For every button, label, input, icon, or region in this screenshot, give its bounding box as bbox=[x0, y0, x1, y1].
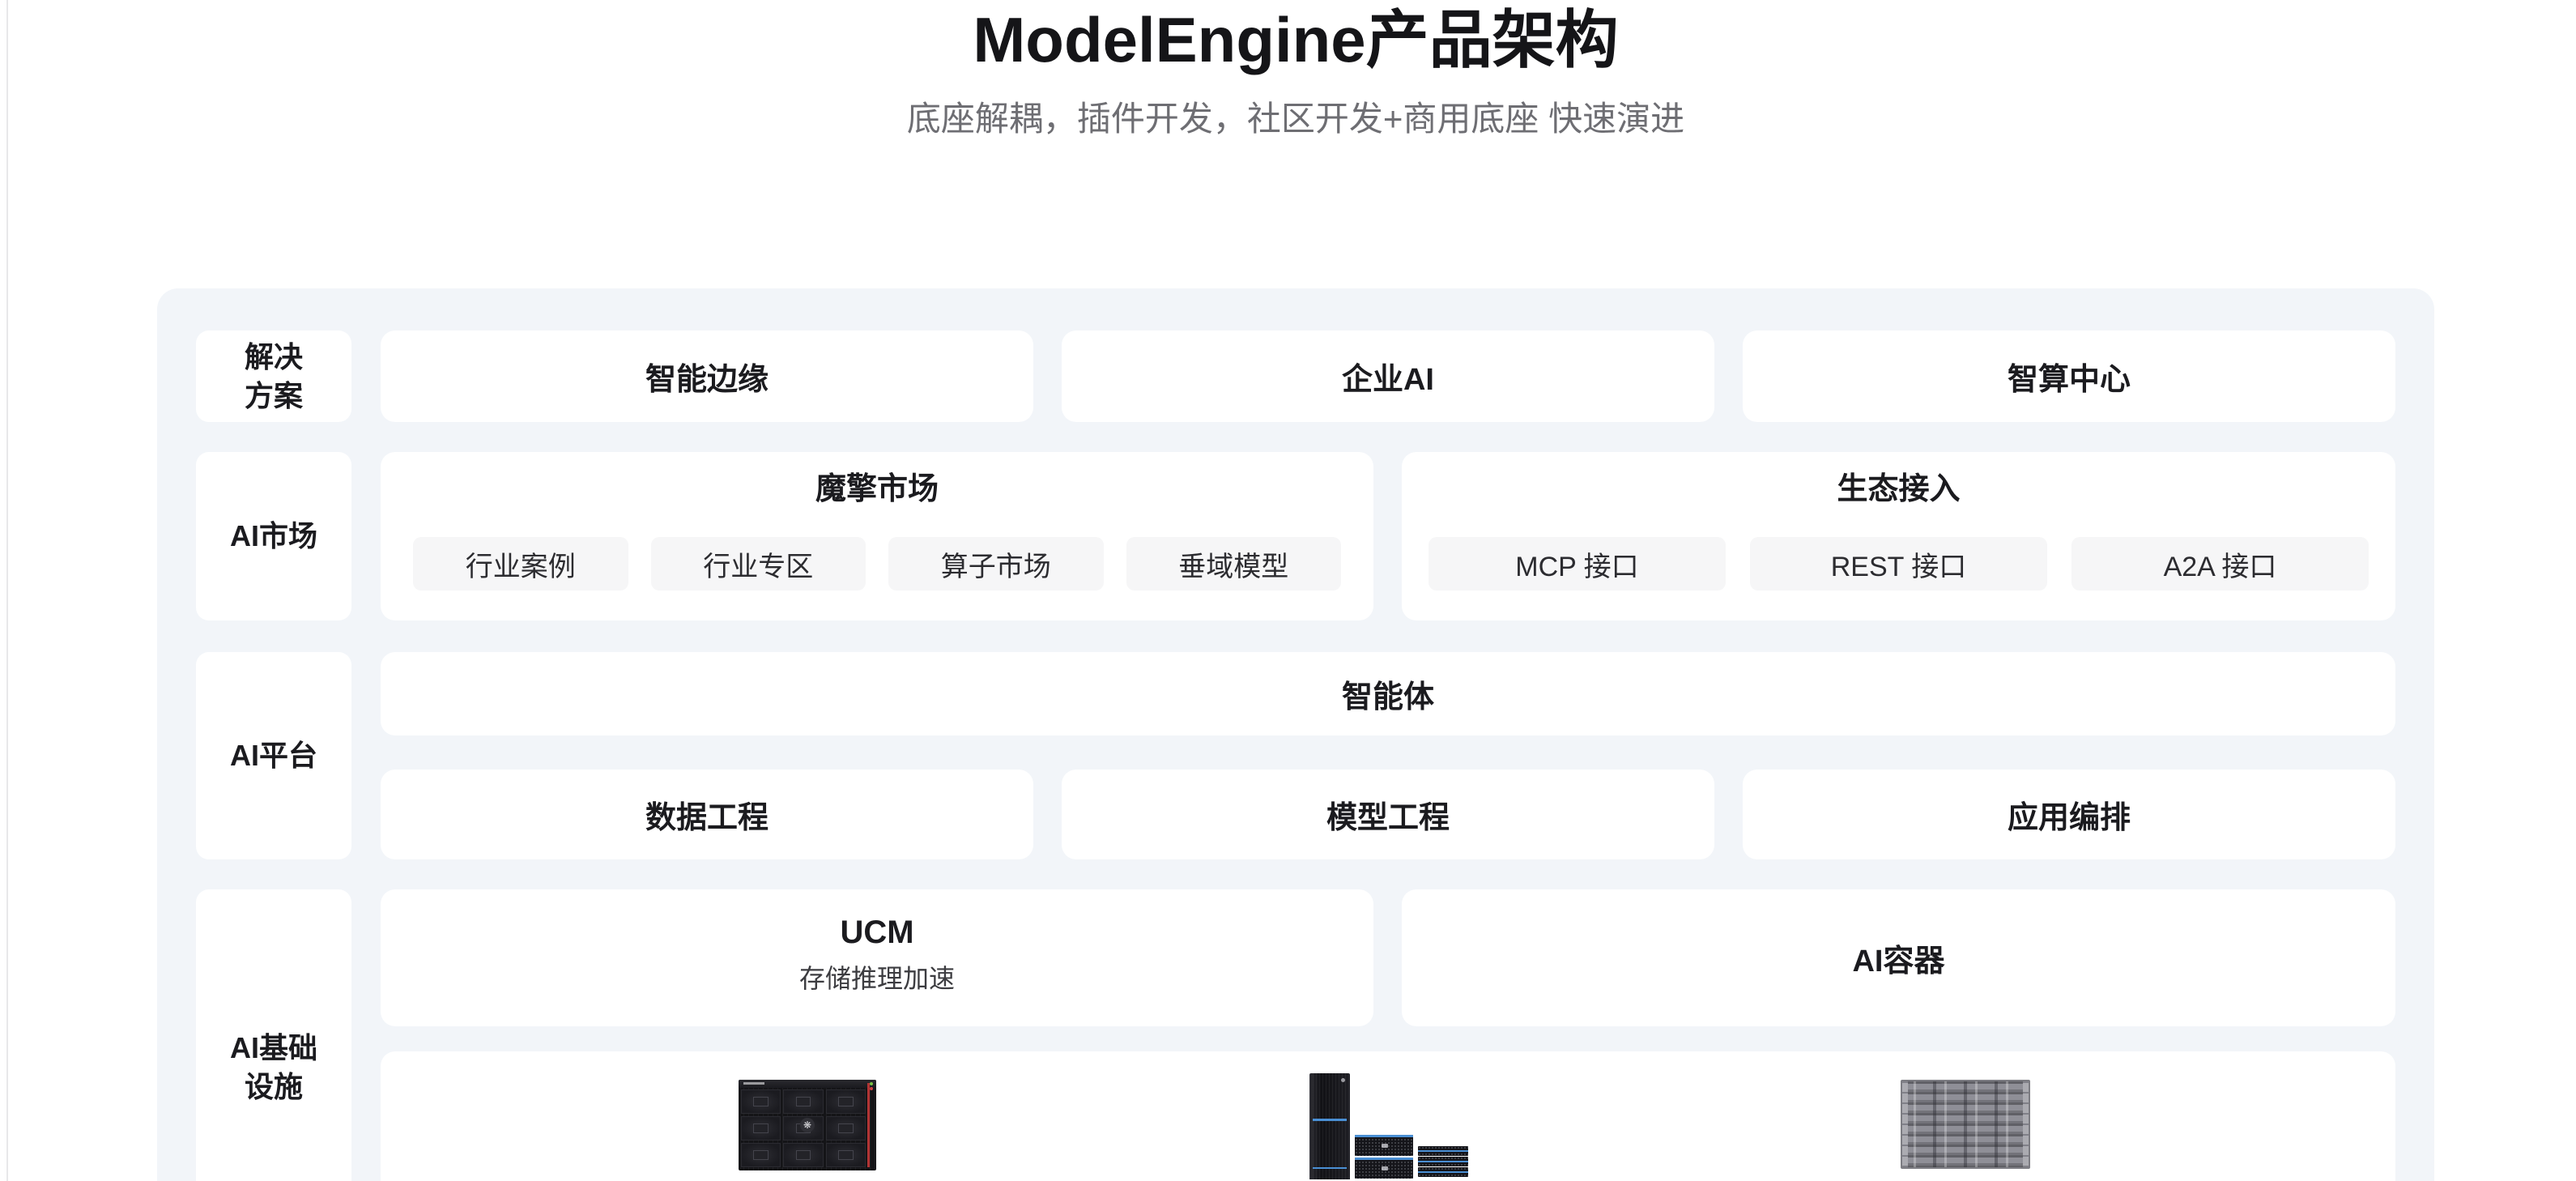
card-ucm: UCM 存储推理加速 bbox=[381, 889, 1373, 1026]
card-title: UCM bbox=[840, 915, 914, 950]
chip-rest-interface: REST 接口 bbox=[1750, 537, 2047, 590]
page-header: ModelEngine产品架构 底座解耦，插件开发，社区开发+商用底座 快速演进 bbox=[157, 0, 2434, 138]
page-subtitle: 底座解耦，插件开发，社区开发+商用底座 快速演进 bbox=[906, 100, 1685, 138]
server-tower-family-icon bbox=[1309, 1073, 1468, 1179]
storage-top-bezel bbox=[739, 1080, 876, 1088]
card-title: 智能体 bbox=[1341, 680, 1434, 714]
card-title: 数据工程 bbox=[645, 801, 769, 835]
chip-industry-zones: 行业专区 bbox=[650, 537, 866, 590]
page-left-edge-divider bbox=[6, 0, 8, 1181]
disk-enclosure-icon bbox=[1901, 1080, 2030, 1169]
card-smart-edge: 智能边缘 bbox=[381, 330, 1033, 422]
card-enterprise-ai: 企业AI bbox=[1062, 330, 1714, 422]
card-title: AI容器 bbox=[1852, 944, 1945, 978]
card-model-engineering: 模型工程 bbox=[1062, 770, 1714, 859]
hardware-showcase-card: ❋ bbox=[381, 1051, 2395, 1181]
page-title: ModelEngine产品架构 bbox=[973, 4, 1619, 75]
storage-drive-bays bbox=[741, 1089, 866, 1167]
card-title: 模型工程 bbox=[1326, 801, 1450, 835]
chip-a2a-interface: A2A 接口 bbox=[2071, 537, 2369, 590]
layer-label-solutions: 解决 方案 bbox=[196, 330, 351, 422]
layer-label-ai-platform: AI平台 bbox=[196, 652, 351, 859]
group-title: 魔擎市场 bbox=[815, 472, 939, 506]
card-title: 应用编排 bbox=[2007, 801, 2131, 835]
storage-array-icon: ❋ bbox=[739, 1080, 876, 1170]
rack-server-small-stack bbox=[1418, 1146, 1468, 1178]
red-led-icon bbox=[870, 1087, 873, 1090]
card-agent: 智能体 bbox=[381, 652, 2395, 735]
card-ai-container: AI容器 bbox=[1402, 889, 2395, 1026]
vendor-logo-icon: ❋ bbox=[800, 1118, 815, 1132]
layer-label-text: AI基础 设施 bbox=[229, 1031, 317, 1103]
card-ecosystem-access: 生态接入 MCP 接口 REST 接口 A2A 接口 bbox=[1402, 452, 2395, 620]
chip-domain-models: 垂域模型 bbox=[1126, 537, 1341, 590]
rack-server-stack bbox=[1355, 1135, 1413, 1180]
card-subtitle: 存储推理加速 bbox=[798, 964, 955, 993]
card-title: 智能边缘 bbox=[645, 363, 769, 397]
storage-label-strip bbox=[743, 1082, 764, 1085]
chip-operator-market: 算子市场 bbox=[888, 537, 1104, 590]
layer-label-text: AI平台 bbox=[229, 739, 317, 773]
green-led-icon bbox=[870, 1082, 873, 1085]
card-data-engineering: 数据工程 bbox=[381, 770, 1033, 859]
card-title: 企业AI bbox=[1341, 363, 1434, 397]
market-chip-row: 行业案例 行业专区 算子市场 垂域模型 bbox=[413, 537, 1341, 590]
architecture-panel: 解决 方案 智能边缘 企业AI 智算中心 AI市场 魔擎市场 行业案例 行业专区… bbox=[157, 288, 2434, 1181]
layer-label-ai-infrastructure: AI基础 设施 bbox=[196, 889, 351, 1181]
server-tower bbox=[1309, 1073, 1350, 1179]
storage-red-stripe bbox=[867, 1083, 870, 1167]
ecosystem-chip-row: MCP 接口 REST 接口 A2A 接口 bbox=[1429, 537, 2369, 590]
chip-mcp-interface: MCP 接口 bbox=[1429, 537, 1726, 590]
card-ai-computing-center: 智算中心 bbox=[1743, 330, 2395, 422]
layer-label-text: AI市场 bbox=[229, 519, 317, 553]
layer-label-ai-market: AI市场 bbox=[196, 452, 351, 620]
card-title: 智算中心 bbox=[2007, 363, 2131, 397]
group-title: 生态接入 bbox=[1837, 472, 1961, 506]
chip-industry-cases: 行业案例 bbox=[413, 537, 628, 590]
layer-label-text: 解决 方案 bbox=[244, 339, 303, 412]
card-modelengine-market: 魔擎市场 行业案例 行业专区 算子市场 垂域模型 bbox=[381, 452, 1373, 620]
card-app-orchestration: 应用编排 bbox=[1743, 770, 2395, 859]
